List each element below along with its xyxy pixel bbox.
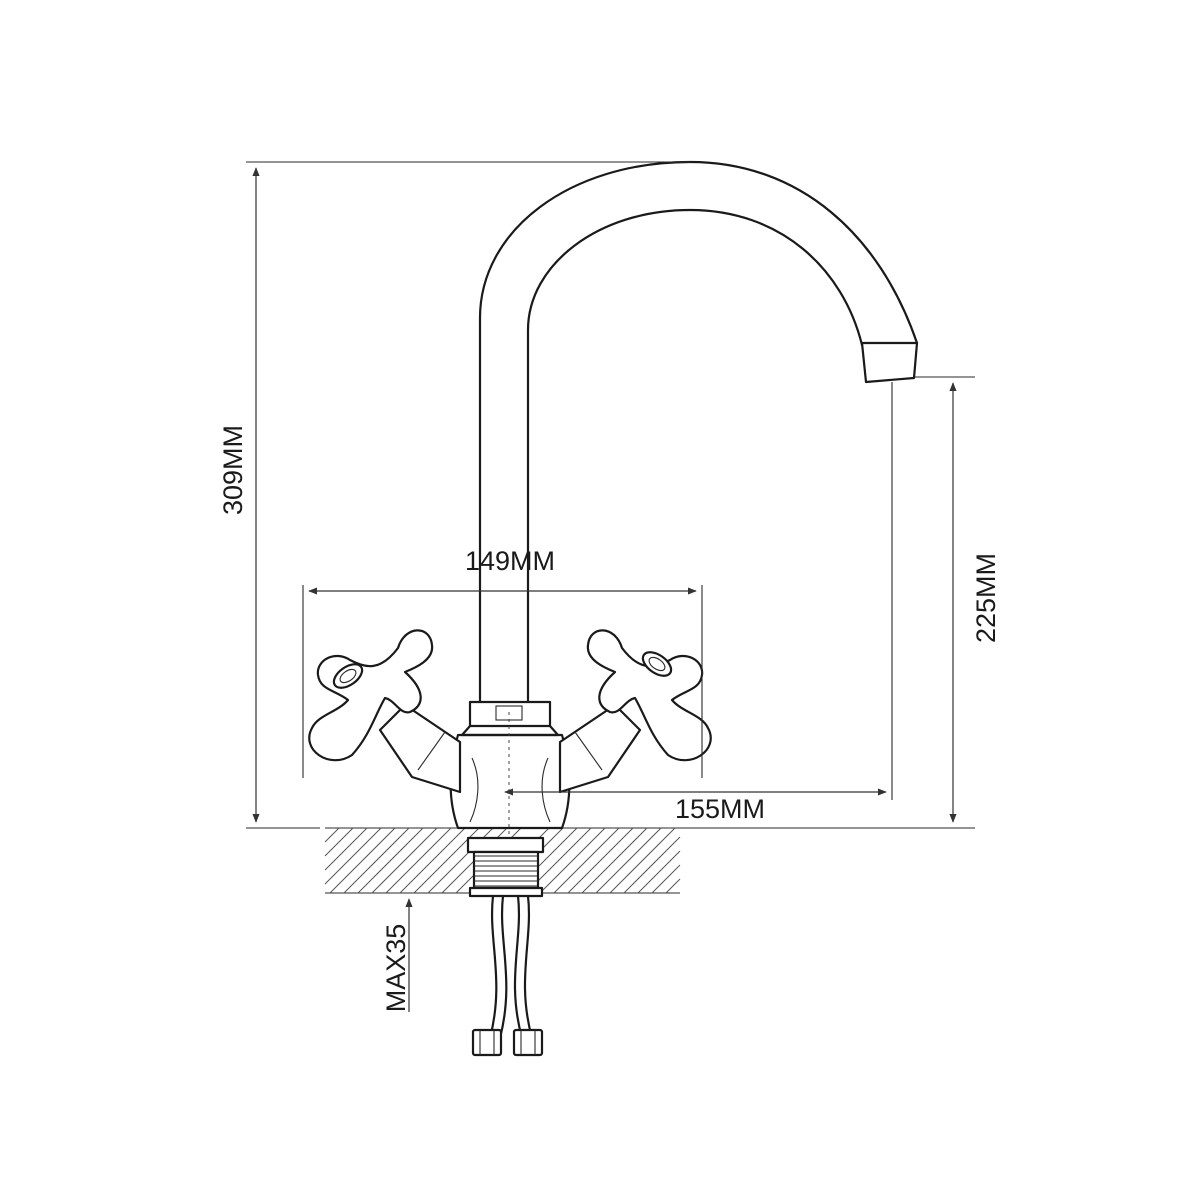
spout [478, 160, 919, 704]
hatch-line [665, 878, 681, 894]
hatch-line [553, 827, 620, 894]
hatch-line [324, 827, 340, 843]
dimension-max-thickness: MAX35 [381, 898, 413, 1013]
spout-reach-label: 155MM [675, 794, 765, 824]
dimension-spout-height: 225MM [680, 376, 1001, 829]
spout-height-label: 225MM [971, 553, 1001, 643]
hatch-line [637, 850, 681, 894]
hatch-line [385, 827, 452, 894]
hatch-line [329, 827, 396, 894]
hatch-line [399, 827, 466, 894]
faucet-body [449, 700, 571, 830]
dimension-spout-reach: 155MM [504, 382, 893, 824]
hatch-line [539, 827, 606, 894]
max-thickness-label: MAX35 [381, 924, 411, 1013]
right-hose-nut [512, 1028, 544, 1057]
hatch-line [595, 827, 662, 894]
handle-span-label: 149MM [465, 546, 555, 576]
dimension-total-height: 309MM [218, 161, 690, 829]
right-cross-handle [586, 629, 712, 762]
left-cross-handle [308, 629, 434, 762]
hatch-line [357, 827, 424, 894]
left-valve [378, 703, 462, 794]
hatch-line [324, 827, 382, 885]
left-hose-nut [471, 1028, 503, 1057]
hatch-line [371, 827, 438, 894]
mounting-shank [466, 836, 545, 898]
hatch-line [343, 827, 410, 894]
right-valve [558, 703, 642, 794]
hatch-line [609, 827, 676, 894]
hatch-line [324, 827, 368, 871]
flex-hoses [471, 894, 544, 1057]
hatch-line [567, 827, 634, 894]
hatch-line [324, 827, 354, 857]
hatch-line [581, 827, 648, 894]
hatch-line [623, 836, 681, 894]
hatch-line [651, 864, 681, 894]
dimension-handle-span: 149MM [302, 546, 703, 778]
total-height-label: 309MM [218, 425, 248, 515]
